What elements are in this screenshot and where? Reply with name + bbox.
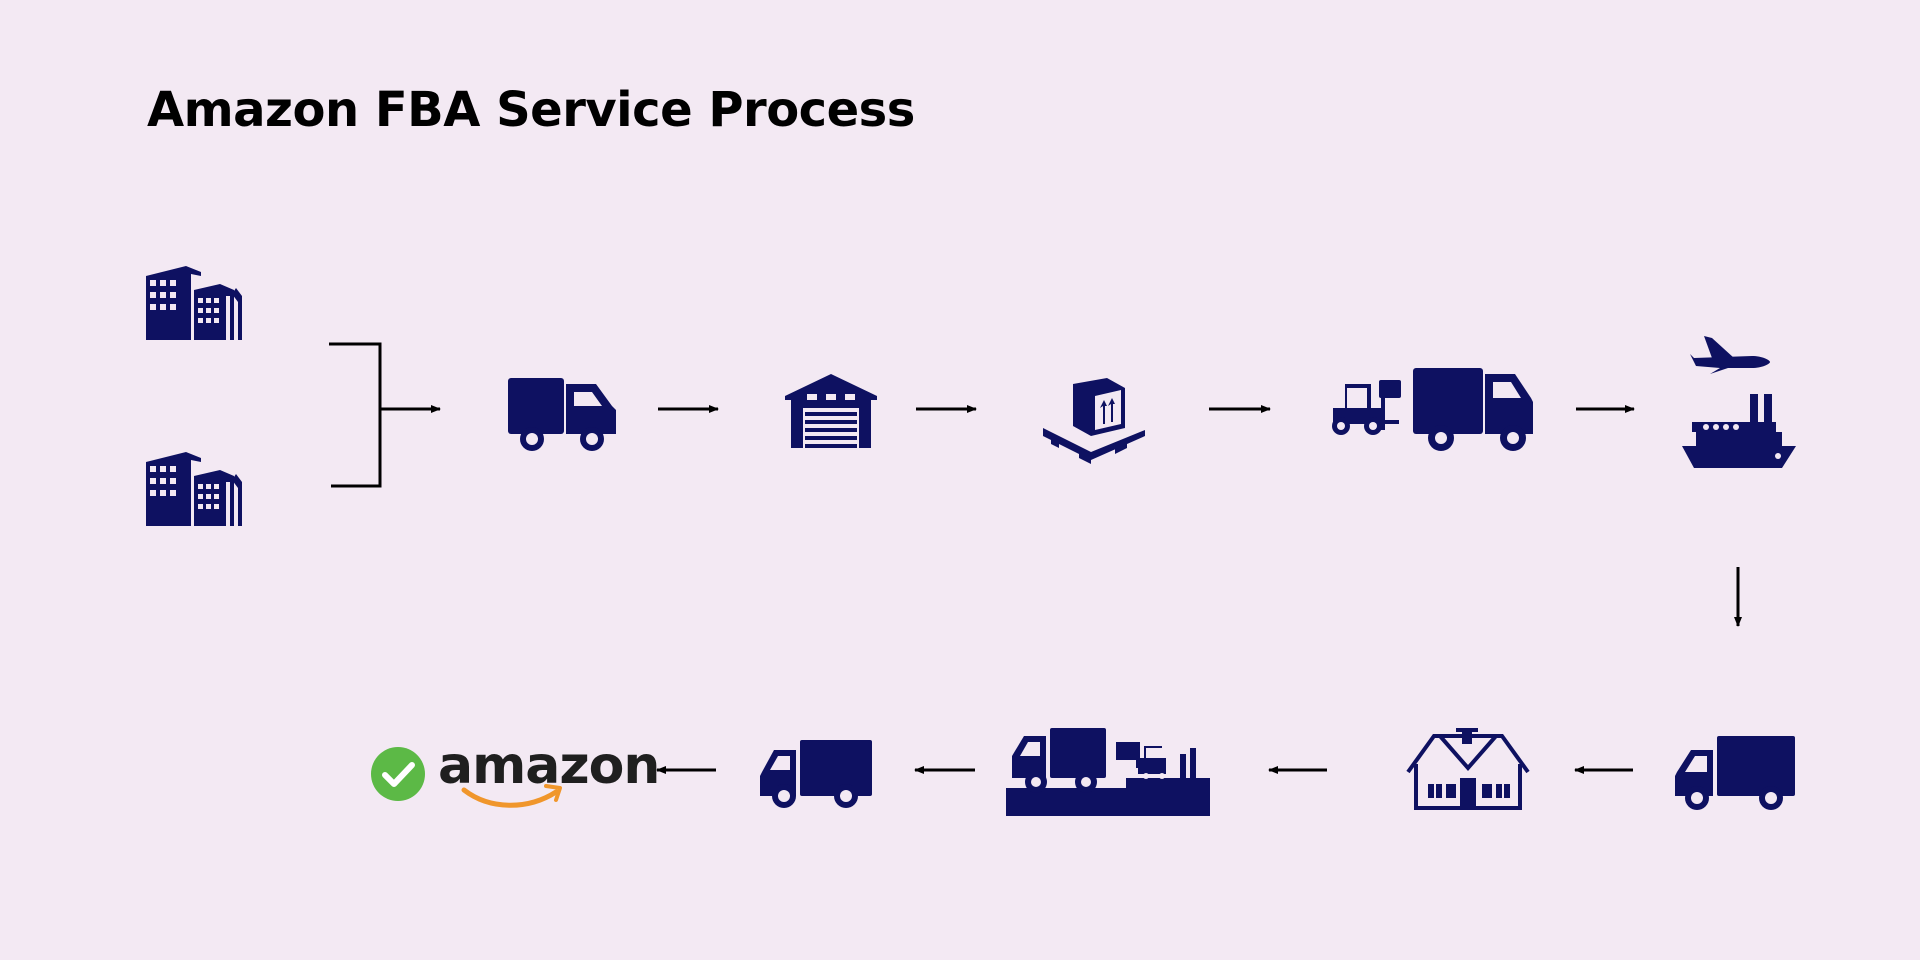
delivery-truck-icon xyxy=(1675,736,1795,810)
warehouse-icon xyxy=(785,374,877,448)
overseas-warehouse-icon xyxy=(1406,728,1530,810)
truck-icon xyxy=(508,378,616,451)
check-icon xyxy=(371,747,425,801)
loading-dock-icon xyxy=(1006,728,1210,816)
factory-icon xyxy=(146,452,242,526)
air-sea-freight-icon xyxy=(1682,336,1796,468)
page-title: Amazon FBA Service Process xyxy=(147,82,915,138)
factory-icon xyxy=(146,266,242,340)
forklift-truck-icon xyxy=(1332,368,1533,451)
amazon-smile-icon xyxy=(461,784,562,808)
delivery-van-icon xyxy=(760,740,872,808)
palletized-box-icon xyxy=(1043,378,1145,464)
merge-bracket xyxy=(329,342,382,488)
